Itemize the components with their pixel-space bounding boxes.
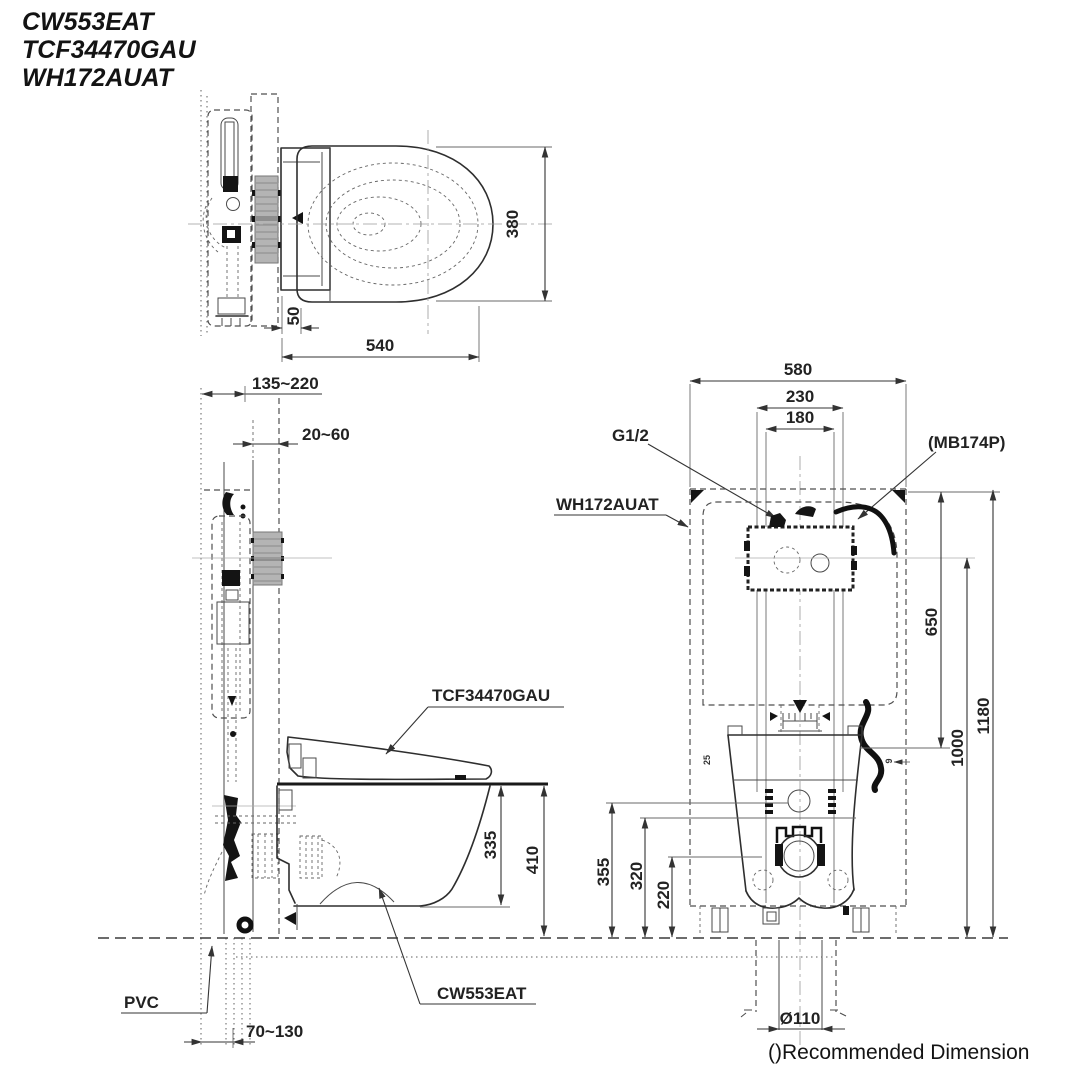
- floor-lines: [98, 937, 1008, 958]
- dim-install-depth: 135~220: [252, 374, 319, 393]
- frame-label: WH172AUAT: [556, 495, 659, 514]
- bowl-front: [640, 725, 863, 925]
- pipe-label: PVC: [124, 993, 159, 1012]
- dim-depth-380: 380: [503, 210, 522, 238]
- supply-elbow: [223, 795, 241, 881]
- frame-front: 25 9: [689, 488, 910, 934]
- model-number-2: TCF34470GAU: [22, 36, 197, 64]
- supply-hose: [857, 699, 885, 793]
- dim-320: 320: [627, 862, 646, 890]
- plan-view: 380 50 540: [188, 90, 556, 362]
- model-number-1: CW553EAT: [22, 8, 156, 36]
- dim-bowl-height: 335: [481, 831, 500, 859]
- toilet-side-profile: [276, 736, 548, 930]
- dim-inlet-height: 1000: [948, 729, 967, 767]
- dim-small-right: 9: [884, 758, 894, 763]
- plan-dimensions: 380 50 540: [264, 146, 552, 362]
- flush-plate-plan: [252, 175, 281, 264]
- stop-valve-label: (MB174P): [928, 433, 1005, 452]
- bowl-plan: [188, 130, 556, 334]
- recommended-dimension-note: ()Recommended Dimension: [768, 1041, 1029, 1064]
- access-box: [746, 525, 855, 592]
- model-number-3: WH172AUAT: [22, 64, 176, 92]
- dim-frame-width: 580: [784, 360, 812, 379]
- dim-frame-height: 1180: [974, 698, 993, 735]
- washlet-label: TCF34470GAU: [432, 686, 550, 705]
- drain-fitting: [236, 916, 254, 934]
- front-right-dimensions: 650 1000 1180: [735, 489, 1000, 938]
- washlet-lid-side: [286, 736, 493, 781]
- side-labels: TCF34470GAU CW553EAT PVC 70~130 335 410: [121, 686, 564, 1048]
- water-inlet-fitting: [769, 513, 786, 527]
- dim-tank-width: 230: [786, 387, 814, 406]
- dim-small-left: 25: [702, 755, 712, 765]
- title-block: CW553EAT TCF34470GAU WH172AUAT: [22, 8, 197, 92]
- dim-length-540: 540: [366, 336, 394, 355]
- frame-side-internals: [192, 492, 341, 1048]
- bowl-label: CW553EAT: [437, 984, 527, 1003]
- dim-355: 355: [594, 858, 613, 886]
- flush-actuator-small: [810, 553, 830, 573]
- dim-tank-height: 650: [922, 608, 941, 636]
- side-view: 135~220 20~60: [121, 374, 564, 1048]
- dim-seat-offset-50: 50: [284, 307, 303, 326]
- stop-valve-pipe: [833, 504, 897, 556]
- floor-drain: Ø110: [740, 940, 847, 1033]
- dim-220: 220: [654, 881, 673, 909]
- dim-panel-gap: 20~60: [302, 425, 350, 444]
- dim-bolt-pitch: 180: [786, 408, 814, 427]
- front-top-dimensions: 580 230 180: [689, 360, 907, 903]
- tank-mechanism-plan: [202, 109, 253, 327]
- front-left-dimensions: 355 320 220: [594, 802, 788, 938]
- flush-actuator-large: [773, 546, 801, 574]
- front-labels: G1/2 (MB174P) WH172AUAT: [554, 426, 1005, 528]
- side-top-dimensions: 135~220 20~60: [201, 374, 350, 458]
- front-view: 580 230 180 G1/2 (MB174P) WH172AUAT: [554, 360, 1005, 1046]
- dim-drain-diameter: Ø110: [780, 1009, 821, 1028]
- inlet-label: G1/2: [612, 426, 649, 445]
- cistern-outline: [702, 501, 898, 706]
- dim-drain-offset: 70~130: [246, 1022, 303, 1041]
- dim-rim-height: 410: [523, 846, 542, 874]
